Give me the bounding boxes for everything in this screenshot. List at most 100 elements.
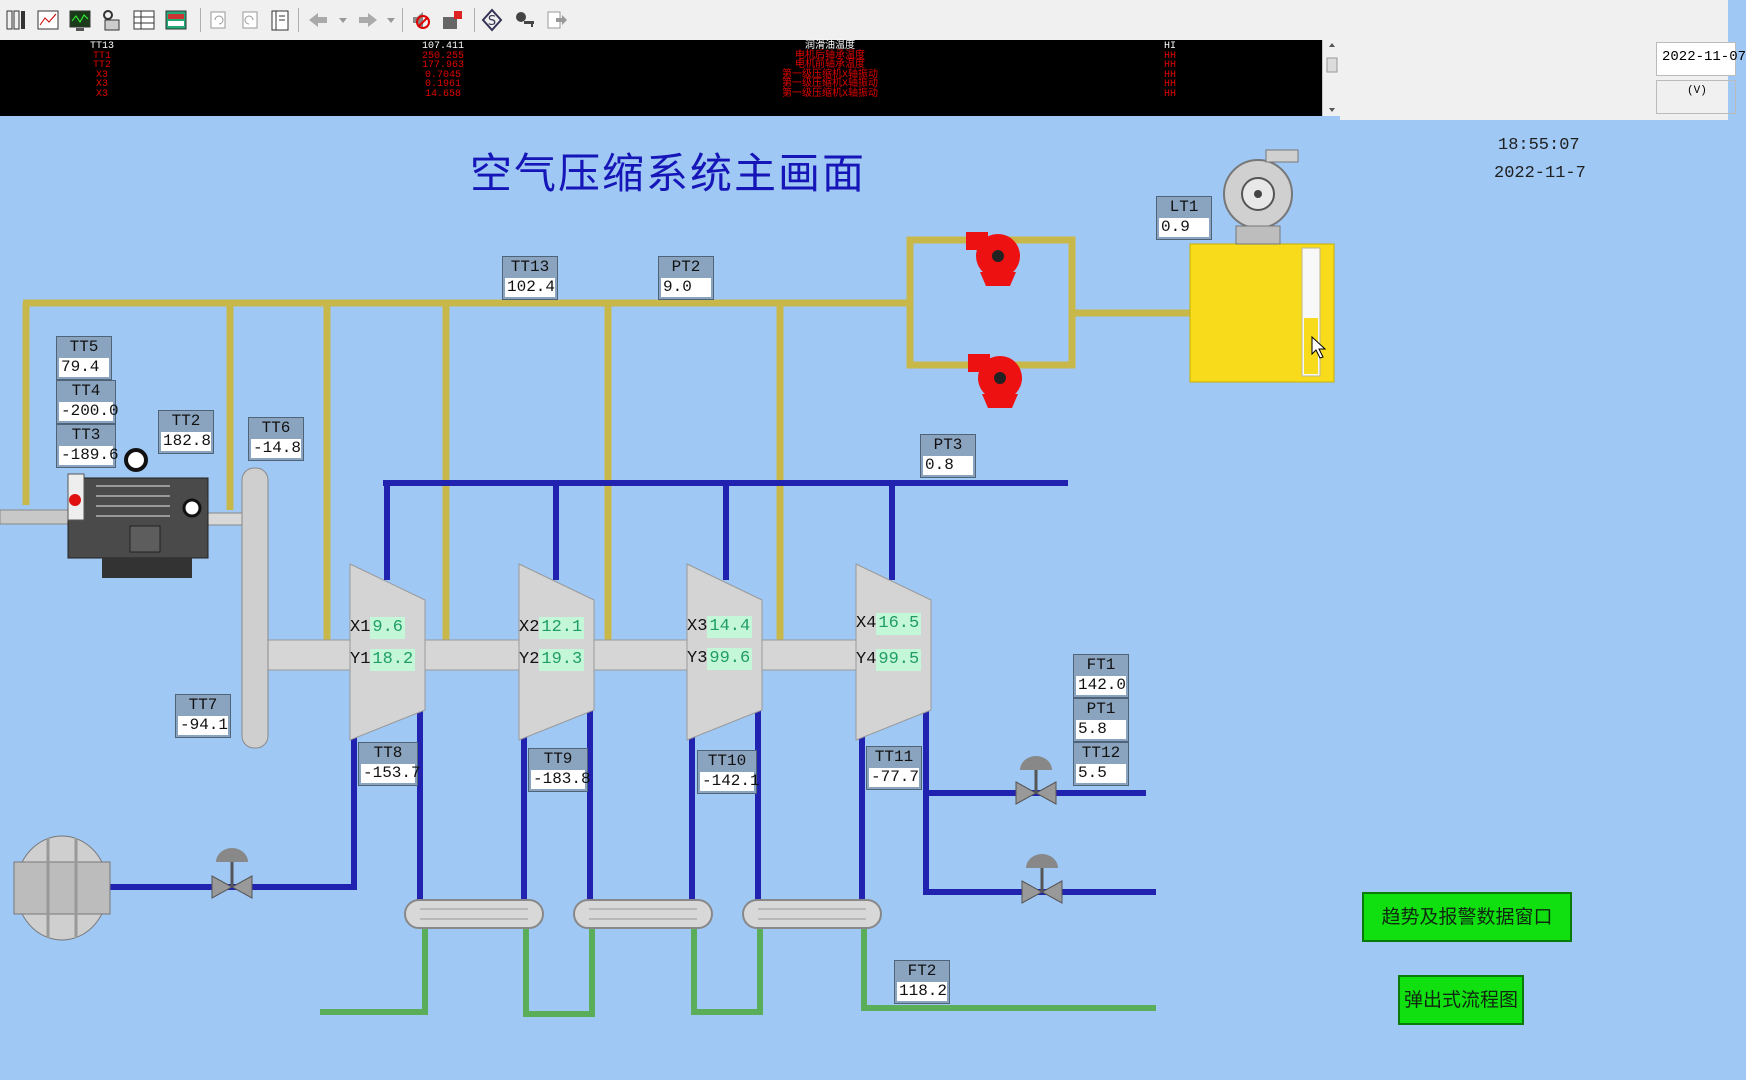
oil-tank <box>1189 243 1335 383</box>
tag-name: TT8 <box>373 744 403 762</box>
dropdown-icon[interactable] <box>384 7 398 33</box>
valve-icon <box>211 848 253 899</box>
alarm-cell: 250.255 <box>421 50 464 62</box>
tag-value: 102.4 <box>505 278 556 297</box>
vib-value: 19.3 <box>539 649 585 671</box>
tag-tt3[interactable]: TT3-189.6 <box>56 424 119 468</box>
tag-tt7[interactable]: TT7-94.1 <box>175 694 231 738</box>
alarm-cell: X3 <box>95 69 108 81</box>
tag-list-icon[interactable] <box>100 7 124 33</box>
alarm-scrollbar[interactable] <box>1322 40 1341 116</box>
vib-value: 12.1 <box>539 617 585 639</box>
motor-input-shaft <box>0 509 71 525</box>
forward-arrow-icon[interactable] <box>356 7 380 33</box>
dropdown-icon[interactable] <box>336 7 350 33</box>
vib-value: 99.5 <box>876 649 922 671</box>
book-icon[interactable] <box>268 7 292 33</box>
alarm-col-desc: 润滑油温度 电机后轴承温度 电机前轴承温度 第一级压缩机X轴振动 第一级压缩机X… <box>740 42 920 100</box>
vib-value: 18.2 <box>370 649 416 671</box>
alarm-cell: TT1 <box>92 50 111 62</box>
tag-tt4[interactable]: TT4-200.0 <box>56 380 119 424</box>
tag-tt12[interactable]: TT12 5.5 <box>1073 742 1129 786</box>
tag-value: 0.8 <box>923 456 973 475</box>
vib-value: 16.5 <box>876 613 922 635</box>
valve-icon <box>1021 854 1063 904</box>
tag-name: TT2 <box>171 412 201 430</box>
table-icon[interactable] <box>132 7 156 33</box>
motor-icon <box>67 448 209 578</box>
vib-label: X2 <box>519 618 540 637</box>
vib-label: Y1 <box>350 650 371 669</box>
user-key-icon[interactable] <box>512 7 536 33</box>
panels-icon[interactable] <box>4 7 28 33</box>
tag-value: -183.8 <box>531 770 591 789</box>
back-arrow-icon[interactable] <box>306 7 330 33</box>
layout-icon[interactable] <box>164 7 188 33</box>
tag-name: TT5 <box>69 338 99 356</box>
alarm-cell: 第一级压缩机X轴振动 <box>781 79 878 91</box>
toolbar: S <box>0 0 1728 41</box>
tag-value: 118.2 <box>897 982 948 1001</box>
exit-icon[interactable] <box>544 7 568 33</box>
redo-icon[interactable] <box>238 7 262 33</box>
undo-icon[interactable] <box>206 7 230 33</box>
tag-name: TT7 <box>188 696 218 714</box>
alarm-mute-icon[interactable] <box>408 7 432 33</box>
mouse-cursor-icon <box>1311 335 1327 359</box>
blower-fan-icon <box>1223 149 1299 245</box>
trend-alarm-window-button[interactable]: 趋势及报警数据窗口 <box>1362 892 1572 942</box>
tag-name: PT2 <box>671 258 701 276</box>
alarm-unit-label: (V) <box>1656 80 1736 114</box>
tag-tt9[interactable]: TT9-183.8 <box>528 748 591 792</box>
tag-tt6[interactable]: TT6-14.8 <box>248 417 304 461</box>
scrollbar-arrows-icon <box>1326 43 1338 112</box>
tag-value: 0.9 <box>1159 218 1209 237</box>
alarm-side-panel: 2022-11-07 (V) <box>1340 40 1746 120</box>
tag-tt11[interactable]: TT11-77.7 <box>866 746 922 790</box>
oil-pump-icon <box>966 232 1020 286</box>
alarm-cell: 14.658 <box>424 88 461 100</box>
chart-window-icon[interactable] <box>36 7 60 33</box>
monitor-icon[interactable] <box>68 7 92 33</box>
alarm-date-field[interactable]: 2022-11-07 <box>1656 42 1746 76</box>
tag-value: 5.5 <box>1076 764 1126 783</box>
tag-value: 9.0 <box>661 278 711 297</box>
process-diagram <box>0 149 1335 1017</box>
clock-time: 18:55:07 <box>1498 136 1580 155</box>
tag-value: 79.4 <box>59 358 109 377</box>
settings-icon[interactable] <box>440 7 464 33</box>
alarm-cell: 177.963 <box>421 60 464 72</box>
tag-name: TT12 <box>1081 744 1121 762</box>
tag-tt8[interactable]: TT8-153.7 <box>358 742 421 786</box>
tag-name: TT6 <box>261 419 291 437</box>
popup-flowchart-button[interactable]: 弹出式流程图 <box>1398 975 1524 1025</box>
alarm-cell: X3 <box>95 88 108 100</box>
alarm-cell: 电机后轴承温度 <box>795 50 865 62</box>
dollar-icon[interactable]: S <box>480 7 504 33</box>
tag-value: -142.1 <box>700 772 760 791</box>
air-pipe-network <box>105 480 1156 900</box>
alarm-cell: X3 <box>95 79 108 91</box>
oil-pump-icon <box>968 354 1022 408</box>
vib-label: Y3 <box>687 649 708 668</box>
alarm-list[interactable]: TT13 TT1 TT2 X3 X3 X3 107.411 250.255 17… <box>0 40 1322 116</box>
tag-tt5[interactable]: TT5 79.4 <box>56 336 112 380</box>
vib-label: Y4 <box>856 650 877 669</box>
alarm-cell: 0.1961 <box>424 79 461 91</box>
tag-value: 5.8 <box>1076 720 1126 739</box>
gearbox-wheel <box>241 467 269 749</box>
tag-tt10[interactable]: TT10-142.1 <box>697 750 760 794</box>
vib-label: Y2 <box>519 650 540 669</box>
